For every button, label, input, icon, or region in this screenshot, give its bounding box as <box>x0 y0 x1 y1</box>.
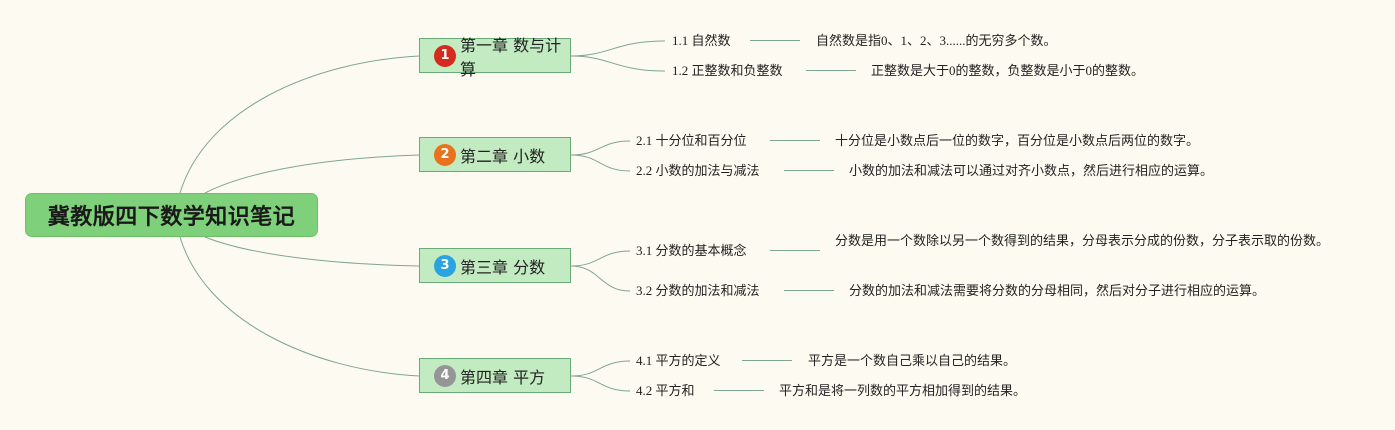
topic-label-3-2[interactable]: 3.2 分数的加法和减法 <box>636 283 760 298</box>
chapter-node-3[interactable]: 3 第三章 分数 <box>419 248 571 283</box>
chapter-node-1[interactable]: 1 第一章 数与计算 <box>419 36 571 79</box>
topic-desc-2-2[interactable]: 小数的加法和减法可以通过对齐小数点，然后进行相应的运算。 <box>849 163 1214 178</box>
topic-desc-1-1[interactable]: 自然数是指0、1、2、3......的无穷多个数。 <box>816 33 1057 48</box>
topic-label-4-1[interactable]: 4.1 平方的定义 <box>636 353 721 368</box>
topic-desc-2-1[interactable]: 十分位是小数点后一位的数字，百分位是小数点后两位的数字。 <box>835 133 1200 148</box>
root-node[interactable]: 冀教版四下数学知识笔记 <box>25 193 318 237</box>
topic-desc-3-2[interactable]: 分数的加法和减法需要将分数的分母相同，然后对分子进行相应的运算。 <box>849 283 1266 298</box>
chapter-title: 第三章 分数 <box>460 257 546 277</box>
chapter-title: 第二章 小数 <box>460 146 546 166</box>
topic-connector <box>750 40 800 41</box>
chapter-node-2[interactable]: 2 第二章 小数 <box>419 137 571 172</box>
topic-desc-4-2[interactable]: 平方和是将一列数的平方相加得到的结果。 <box>779 383 1027 398</box>
topic-connector <box>806 70 856 71</box>
topic-connector <box>784 170 834 171</box>
root-title: 冀教版四下数学知识笔记 <box>47 205 296 230</box>
topic-desc-4-1[interactable]: 平方是一个数自己乘以自己的结果。 <box>808 353 1017 368</box>
topic-label-1-2[interactable]: 1.2 正整数和负整数 <box>672 63 783 78</box>
topic-label-2-1[interactable]: 2.1 十分位和百分位 <box>636 133 747 148</box>
topic-connector <box>770 250 820 251</box>
chapter-title: 第一章 数与计算 <box>460 35 562 79</box>
topic-connector <box>714 390 764 391</box>
topic-label-4-2[interactable]: 4.2 平方和 <box>636 383 695 398</box>
topic-desc-1-2[interactable]: 正整数是大于0的整数，负整数是小于0的整数。 <box>871 63 1145 78</box>
priority-2-icon: 2 <box>434 143 456 166</box>
topic-connector <box>770 140 820 141</box>
priority-3-icon: 3 <box>434 254 456 277</box>
chapter-title: 第四章 平方 <box>460 367 546 387</box>
topic-connector <box>742 360 792 361</box>
topic-label-1-1[interactable]: 1.1 自然数 <box>672 33 731 48</box>
priority-1-icon: 1 <box>434 44 456 67</box>
topic-desc-3-1[interactable]: 分数是用一个数除以另一个数得到的结果，分母表示分成的份数，分子表示取的份数。 <box>835 233 1330 248</box>
topic-label-3-1[interactable]: 3.1 分数的基本概念 <box>636 243 747 258</box>
topic-connector <box>784 290 834 291</box>
priority-4-icon: 4 <box>434 364 456 387</box>
chapter-node-4[interactable]: 4 第四章 平方 <box>419 358 571 393</box>
topic-label-2-2[interactable]: 2.2 小数的加法与减法 <box>636 163 760 178</box>
